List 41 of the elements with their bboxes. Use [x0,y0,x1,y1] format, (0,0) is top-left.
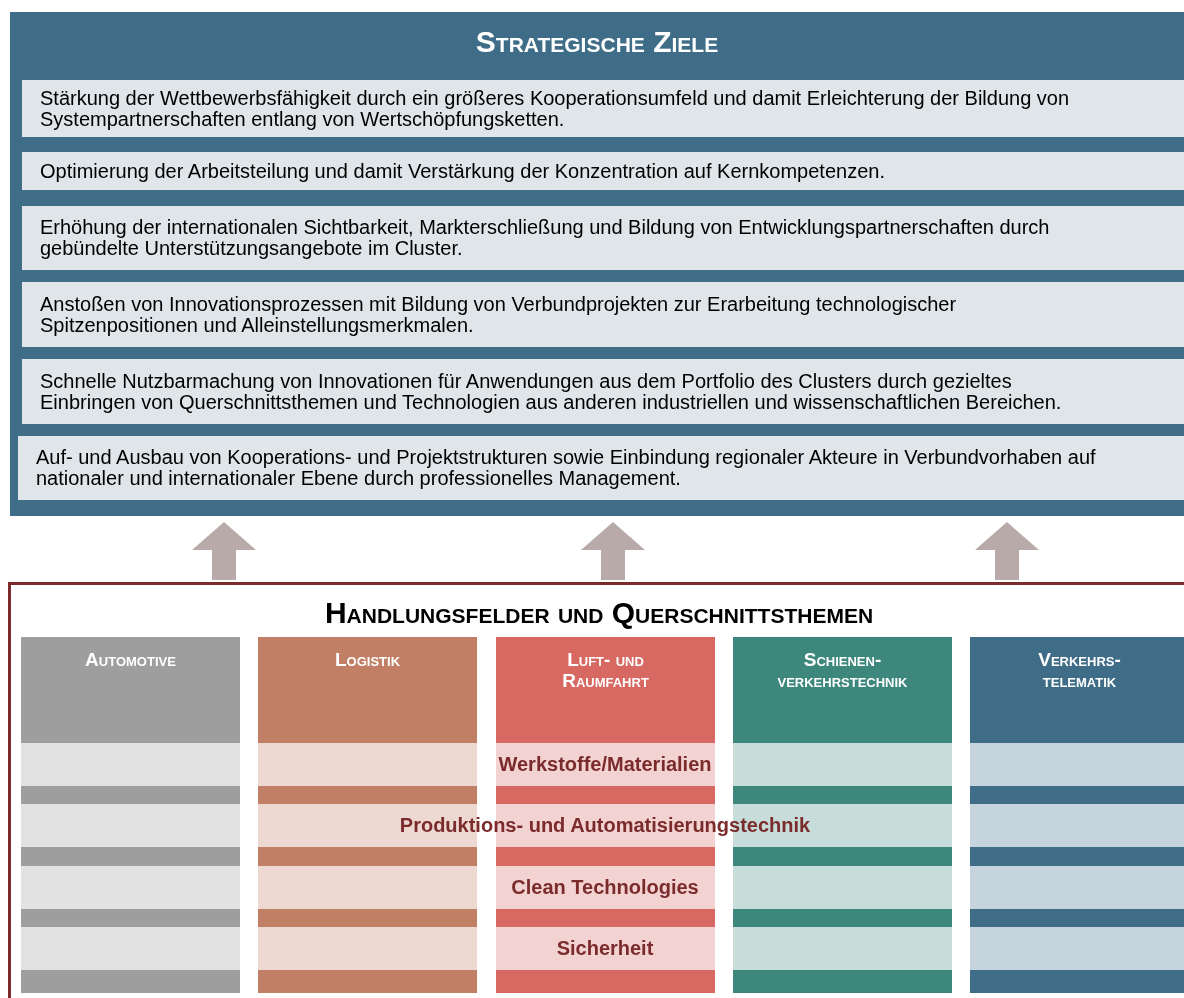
theme-label: Clean Technologies [510,875,700,900]
theme-label: Sicherheit [555,936,655,961]
block-arrow [581,522,645,580]
theme-band [21,743,240,786]
panel-title: Strategische Ziele [474,24,720,60]
field-column [970,637,1184,993]
goal-box: Optimierung der Arbeitsteilung und damit Verstärkung der Konzentration auf Kernkompetenzen. [22,152,1184,190]
theme-band [21,866,240,909]
theme-label: Produktions- und Automatisierungstechnik [398,813,812,838]
column-heading: Verkehrs- telematik [1037,649,1122,691]
theme-band [970,866,1184,909]
theme-band [258,866,477,909]
block-arrow [192,522,256,580]
theme-band [496,927,715,970]
field-column [21,637,240,993]
panel-title: Handlungsfelder und Querschnittsthemen [323,595,875,631]
column-heading: Schienen- verkehrstechnik [776,649,909,691]
goal-box: Schnelle Nutzbarmachung von Innovationen für Anwendungen aus dem Portfolio des Clusters durch gezieltes Einbringen von Querschnittsthemen und Technologien aus anderen industriellen und wissenschaftlichen Bereichen. [22,359,1184,424]
theme-band [733,866,952,909]
fields-panel [8,582,1184,998]
column-heading: Automotive [84,649,177,670]
theme-band [970,804,1184,847]
goal-box: Erhöhung der internationalen Sichtbarkeit, Markterschließung und Bildung von Entwicklungspartnerschaften durch gebündelte Unterstützungsangebote im Cluster. [22,206,1184,270]
goal-box: Auf- und Ausbau von Kooperations- und Projektstrukturen sowie Einbindung regionaler Akteure in Verbundvorhaben auf nationaler und internationaler Ebene durch professionelles Management. [18,436,1184,500]
theme-band [258,927,477,970]
theme-band [496,743,715,786]
theme-band [21,804,240,847]
theme-band [733,743,952,786]
theme-label: Werkstoffe/Materialien [497,752,713,777]
theme-band [970,743,1184,786]
block-arrow [975,522,1039,580]
theme-band [21,927,240,970]
column-heading: Luft- und Raumfahrt [561,649,650,691]
theme-band [496,866,715,909]
theme-band [733,927,952,970]
column-heading: Logistik [333,649,402,670]
theme-band [258,743,477,786]
goal-box: Anstoßen von Innovationsprozessen mit Bildung von Verbundprojekten zur Erarbeitung technologischer Spitzenpositionen und Alleinstellungsmerkmalen. [22,282,1184,347]
goals-panel [10,12,1184,516]
goal-box: Stärkung der Wettbewerbsfähigkeit durch ein größeres Kooperationsumfeld und damit Erleichterung der Bildung von Systempartnerschaften entlang von Wertschöpfungsketten. [22,80,1184,137]
theme-band [970,927,1184,970]
